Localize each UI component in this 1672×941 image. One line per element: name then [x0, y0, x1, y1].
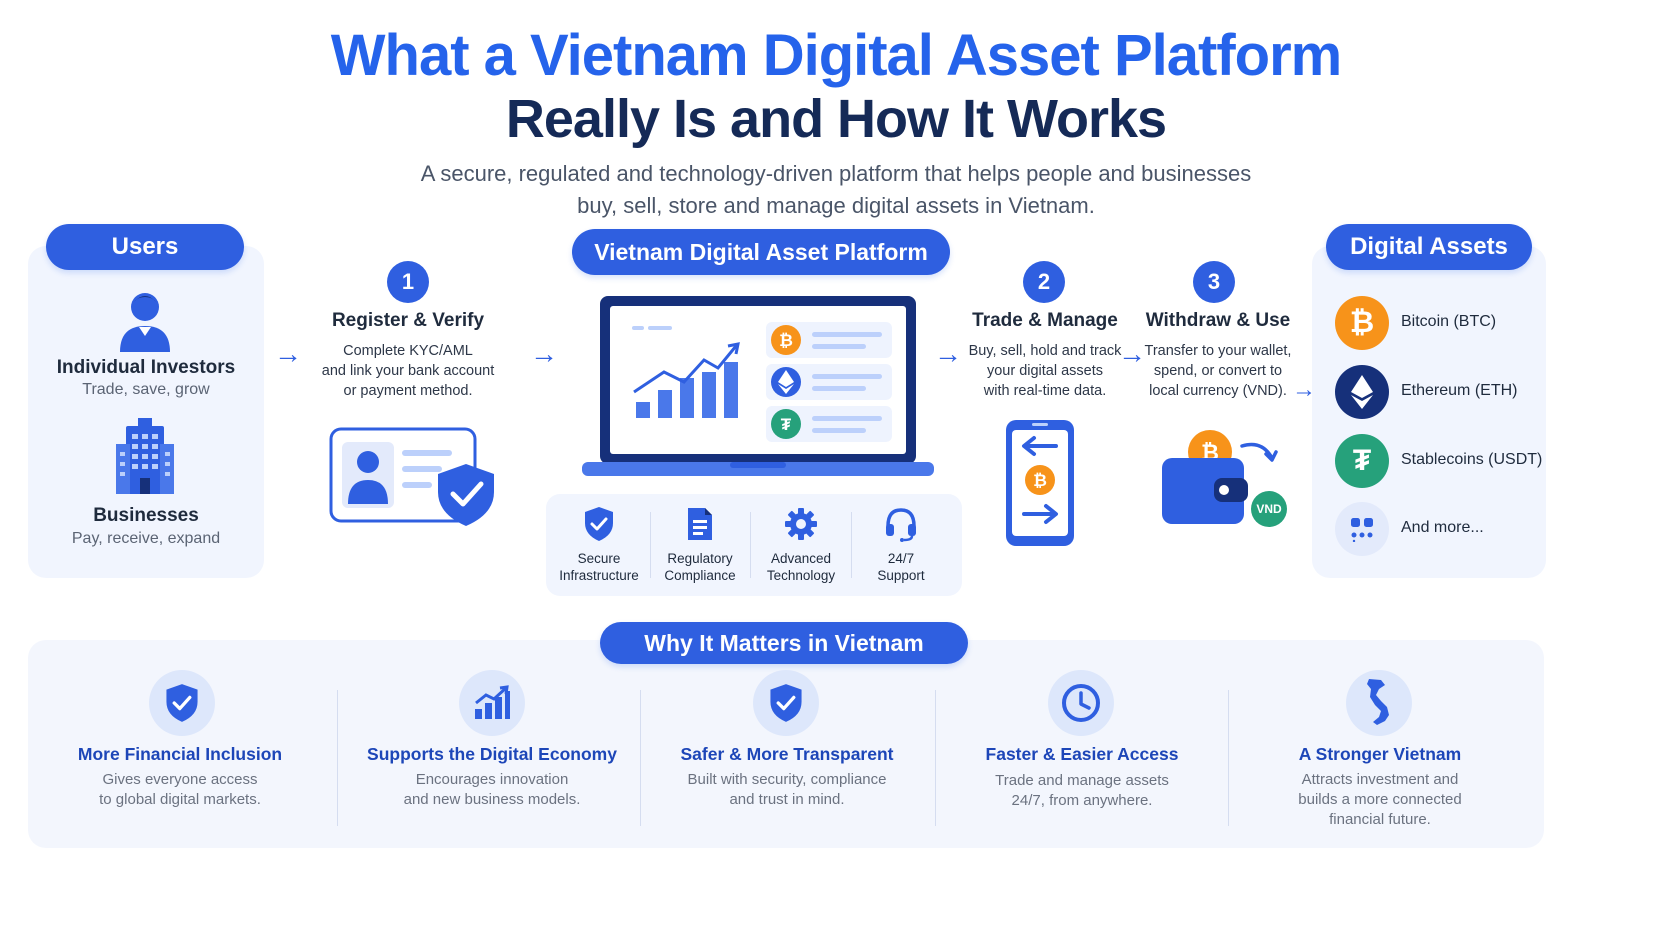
asset-more: And more...: [1401, 519, 1484, 536]
title-line-2: Really Is and How It Works: [505, 89, 1167, 149]
tether-icon: ₮: [1335, 434, 1389, 488]
subtitle-line-2: buy, sell, store and manage digital asse…: [577, 193, 1095, 218]
document-icon: [686, 506, 714, 542]
platform-label: Vietnam Digital Asset Platform: [572, 229, 950, 275]
feature-technology: Advanced Technology: [766, 551, 836, 583]
why-title-inclusion: More Financial Inclusion: [77, 744, 283, 764]
step-3-title: Withdraw & Use: [1145, 310, 1291, 331]
person-icon: [110, 288, 180, 354]
shield-check-icon: [753, 670, 819, 736]
vnd-badge: VND: [1251, 491, 1287, 527]
why-desc-inclusion: Gives everyone access to global digital …: [99, 771, 261, 808]
digital-assets-label: Digital Assets: [1326, 224, 1532, 270]
why-desc-stronger: Attracts investment and builds a more co…: [1298, 771, 1462, 828]
individual-investors-title: Individual Investors: [56, 357, 236, 378]
why-title-stronger: A Stronger Vietnam: [1298, 744, 1462, 764]
laptop-dashboard-icon: ₿ ₮: [580, 294, 936, 480]
svg-text:₿: ₿: [1033, 471, 1047, 490]
headset-icon: [884, 506, 918, 542]
ethereum-icon: [1335, 365, 1389, 419]
arrow-right-icon: →: [530, 338, 558, 369]
subtitle-line-1: A secure, regulated and technology-drive…: [420, 161, 1252, 186]
users-label: Users: [46, 224, 244, 270]
why-divider: [1228, 690, 1229, 826]
step-1-title: Register & Verify: [331, 310, 485, 331]
why-desc-transparent: Built with security, compliance and trus…: [687, 771, 887, 808]
id-card-shield-icon: [328, 426, 500, 528]
feature-support: 24/7 Support: [877, 551, 925, 583]
asset-stablecoins: Stablecoins (USDT): [1401, 451, 1543, 468]
step-2-desc: Buy, sell, hold and track your digital a…: [968, 343, 1122, 399]
svg-text:₿: ₿: [779, 331, 793, 350]
asset-ethereum: Ethereum (ETH): [1401, 382, 1518, 399]
why-divider: [640, 690, 641, 826]
shield-check-icon: [583, 506, 615, 542]
why-divider: [337, 690, 338, 826]
step-2-title: Trade & Manage: [972, 310, 1118, 331]
step-1-number: 1: [387, 261, 429, 303]
businesses-desc: Pay, receive, expand: [71, 530, 221, 547]
step-3-desc: Transfer to your wallet, spend, or conve…: [1144, 343, 1292, 399]
step-2-number: 2: [1023, 261, 1065, 303]
wallet-convert-icon: ₿: [1160, 428, 1292, 530]
arrow-right-icon: →: [934, 338, 962, 369]
arrow-right-icon: →: [1118, 338, 1146, 369]
feature-divider: [750, 512, 751, 578]
feature-divider: [851, 512, 852, 578]
title-line-1: What a Vietnam Digital Asset Platform: [330, 23, 1342, 88]
why-title-access: Faster & Easier Access: [985, 744, 1179, 764]
why-label: Why It Matters in Vietnam: [600, 622, 968, 664]
why-desc-economy: Encourages innovation and new business m…: [403, 771, 581, 808]
phone-trade-icon: ₿: [1004, 418, 1076, 548]
arrow-right-icon: →: [274, 338, 302, 369]
why-title-transparent: Safer & More Transparent: [680, 744, 894, 764]
step-3-number: 3: [1193, 261, 1235, 303]
svg-text:₮: ₮: [781, 415, 792, 434]
clock-icon: [1048, 670, 1114, 736]
subtitle: A secure, regulated and technology-drive…: [336, 158, 1336, 222]
bitcoin-icon: ₿: [1335, 296, 1389, 350]
feature-secure: Secure Infrastructure: [559, 551, 639, 583]
grid-icon: [1335, 502, 1389, 556]
building-icon: [112, 416, 178, 496]
why-divider: [935, 690, 936, 826]
why-desc-access: Trade and manage assets 24/7, from anywh…: [995, 772, 1169, 809]
individual-investors-desc: Trade, save, grow: [82, 381, 210, 398]
growth-chart-icon: [459, 670, 525, 736]
asset-bitcoin: Bitcoin (BTC): [1401, 313, 1497, 330]
why-title-economy: Supports the Digital Economy: [367, 744, 617, 764]
shield-check-icon: [149, 670, 215, 736]
gear-icon: [784, 507, 818, 541]
feature-compliance: Regulatory Compliance: [664, 551, 736, 583]
vietnam-map-icon: [1346, 670, 1412, 736]
step-1-desc: Complete KYC/AML and link your bank acco…: [321, 343, 495, 399]
feature-divider: [650, 512, 651, 578]
businesses-title: Businesses: [93, 505, 199, 526]
